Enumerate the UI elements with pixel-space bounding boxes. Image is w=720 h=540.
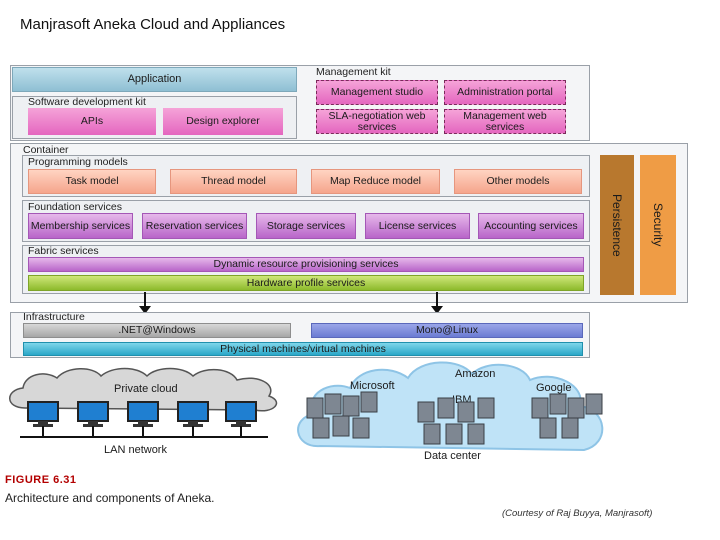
monitor-icon (127, 401, 159, 427)
page-title: Manjrasoft Aneka Cloud and Appliances (20, 16, 286, 33)
dotnet-windows-bar: .NET@Windows (23, 323, 291, 338)
persistence-label: Persistence (610, 193, 624, 257)
private-cloud-label: Private cloud (114, 383, 178, 395)
dynamic-provisioning-bar: Dynamic resource provisioning services (28, 257, 584, 272)
figure-label: FIGURE 6.31 (5, 474, 77, 486)
design-explorer-box: Design explorer (163, 108, 283, 135)
google-label: Google (536, 382, 572, 394)
management-studio-box: Management studio (316, 80, 438, 105)
data-center-label: Data center (424, 450, 481, 462)
map-reduce-model-box: Map Reduce model (311, 169, 440, 194)
infrastructure-label: Infrastructure (23, 311, 85, 323)
monitor-icon (177, 401, 209, 427)
hardware-profile-bar: Hardware profile services (28, 275, 584, 291)
arrow-down-icon (431, 292, 443, 314)
thread-model-box: Thread model (170, 169, 297, 194)
arrow-down-icon (139, 292, 151, 314)
persistence-column: Persistence (600, 155, 634, 295)
server-rack-icon (531, 393, 603, 439)
sla-negotiation-box: SLA-negotiation web services (316, 109, 438, 134)
task-model-box: Task model (28, 169, 156, 194)
private-cloud-icon (9, 367, 278, 412)
container-label: Container (23, 144, 69, 156)
microsoft-label: Microsoft (350, 380, 395, 392)
figure-caption: Architecture and components of Aneka. (5, 491, 215, 505)
security-label: Security (651, 203, 665, 247)
accounting-services-box: Accounting services (478, 213, 584, 239)
apis-box: APIs (28, 108, 156, 135)
mono-linux-bar: Mono@Linux (311, 323, 583, 338)
application-bar: Application (12, 67, 297, 92)
sdk-label: Software development kit (28, 96, 146, 108)
management-kit-label: Management kit (316, 66, 391, 78)
management-web-services-box: Management web services (444, 109, 566, 134)
lan-network-lines (20, 426, 268, 438)
server-rack-icon (417, 397, 495, 445)
monitor-icon (27, 401, 59, 427)
license-services-box: License services (365, 213, 470, 239)
other-models-box: Other models (454, 169, 582, 194)
foundation-services-label: Foundation services (28, 201, 122, 213)
physical-machines-bar: Physical machines/virtual machines (23, 342, 583, 356)
membership-services-box: Membership services (28, 213, 133, 239)
monitor-icon (77, 401, 109, 427)
storage-services-box: Storage services (256, 213, 356, 239)
amazon-label: Amazon (455, 368, 496, 380)
programming-models-label: Programming models (28, 156, 128, 168)
lan-network-label: LAN network (104, 444, 167, 456)
monitor-icon (225, 401, 257, 427)
administration-portal-box: Administration portal (444, 80, 566, 105)
courtesy-note: (Courtesy of Raj Buyya, Manjrasoft) (502, 508, 653, 519)
security-column: Security (640, 155, 676, 295)
fabric-services-label: Fabric services (28, 245, 99, 257)
reservation-services-box: Reservation services (142, 213, 247, 239)
server-rack-icon (306, 391, 378, 439)
